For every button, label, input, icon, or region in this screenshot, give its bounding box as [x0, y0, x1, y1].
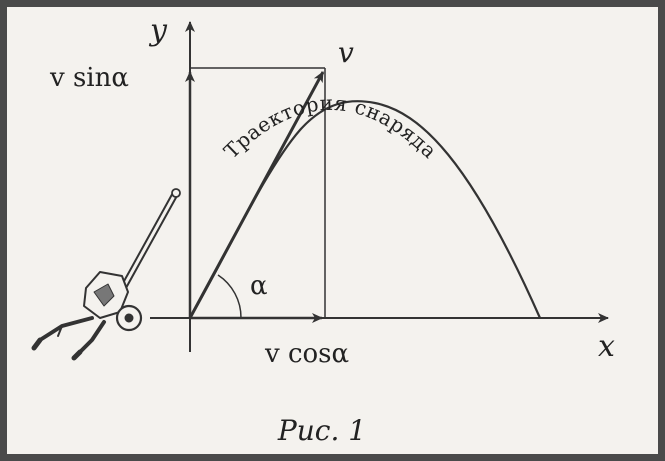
x-axis-label: x [598, 329, 615, 364]
trajectory-label: Траектория снаряда [219, 91, 442, 163]
angle-arc [217, 274, 242, 319]
trajectory-curve [189, 100, 542, 319]
figure-caption: Рис. 1 [277, 414, 366, 447]
angle-label: α [250, 271, 268, 301]
y-axis-label: y [148, 13, 168, 48]
cannon-drawing [31, 188, 181, 361]
v-sin-label: v sinα [49, 63, 129, 93]
velocity-label: v [338, 36, 354, 69]
trajectory-label-path: Траектория снаряда [219, 91, 441, 163]
diagram-page [7, 7, 658, 454]
v-cos-label: v cosα [264, 339, 349, 369]
